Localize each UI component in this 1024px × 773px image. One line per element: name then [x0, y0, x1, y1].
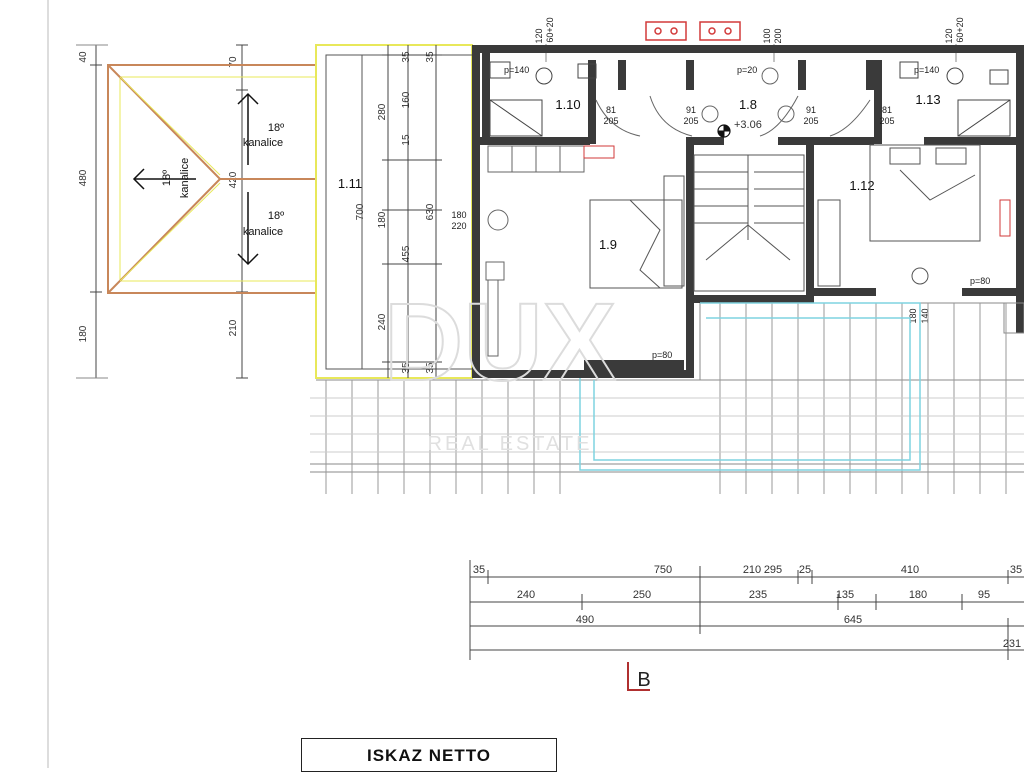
parapet-label-5: p=80 [970, 276, 990, 286]
door-1-w: 81 [606, 105, 616, 115]
dim-top-2b: 200 [773, 28, 783, 43]
balcony-pergola [310, 302, 1024, 473]
dim-bottom-r2-0: 240 [517, 589, 535, 601]
room-label-1-8: 1.8 [739, 97, 757, 112]
left-dimension [76, 44, 108, 379]
watermark-sub: REAL ESTATE [428, 433, 593, 455]
dim-terrace-h: 455 [401, 245, 412, 262]
staircase [693, 154, 805, 292]
parapet-label-4: p=80 [652, 350, 672, 360]
door-2-h: 205 [683, 116, 698, 126]
level-marker [717, 124, 731, 138]
roof-gutter-bottom: kanalice [243, 226, 283, 238]
door-1-12-h: 140 [920, 308, 930, 323]
dim-terrace-g: 630 [425, 203, 436, 220]
roof-slope-bottom: 18º [268, 210, 284, 222]
dim-bottom-r1-1: 750 [654, 564, 672, 576]
door-2-w: 91 [686, 105, 696, 115]
dim-terrace-c: 160 [401, 91, 412, 108]
dim-top-1b: 60+20 [545, 17, 555, 42]
slope-arrow-left [132, 168, 196, 190]
dim-terrace-a: 35 [401, 51, 412, 63]
parapet-label-3: p=140 [914, 65, 939, 75]
watermark-logo: DUX [384, 281, 616, 404]
room-label-1-9: 1.9 [599, 237, 617, 252]
terrace-dimensions [382, 45, 442, 378]
dim-bottom-r2-2: 235 [749, 589, 767, 601]
dim-terrace-f: 180 [377, 211, 388, 228]
dim-terrace-b: 280 [377, 103, 388, 120]
wardrobe-1-9 [485, 145, 615, 357]
bottom-dimension-lines [469, 560, 1024, 660]
bed-1-12 [817, 144, 1011, 287]
dim-terrace-j: 35 [401, 362, 412, 374]
door-4-h: 205 [879, 116, 894, 126]
dim-left-b: 480 [78, 169, 89, 186]
dim-bottom-r4-0: 231 [1003, 638, 1021, 650]
dim-top-3a: 120 [944, 28, 954, 43]
room-label-1-12: 1.12 [849, 178, 874, 193]
dim-left-c: 180 [78, 325, 89, 342]
dim-bottom-r1-2: 210 [743, 564, 761, 576]
dim-bottom-r2-3: 135 [836, 589, 854, 601]
pergola-beams [310, 303, 1024, 494]
section-marker-b [627, 662, 650, 691]
slope-arrow-down [237, 192, 259, 266]
building-walls [472, 45, 1024, 378]
dim-bottom-r1-5: 410 [901, 564, 919, 576]
roof-gutter-top: kanalice [243, 137, 283, 149]
dim-bottom-r2-4: 180 [909, 589, 927, 601]
pool [579, 302, 921, 471]
room-label-1-10: 1.10 [555, 97, 580, 112]
door-arcs [595, 67, 871, 137]
dim-terrace-e: 700 [355, 203, 366, 220]
legend-title-box: ISKAZ NETTO [301, 738, 557, 772]
roof-slope-left: 18º [161, 170, 173, 186]
dim-terrace-d: 15 [401, 134, 412, 146]
roof-gutter-left: kanalice [179, 158, 191, 198]
door-3-w: 91 [806, 105, 816, 115]
roof-units [645, 21, 741, 41]
door-1-12-w: 180 [908, 308, 918, 323]
dim-top-1a: 120 [534, 28, 544, 43]
dim-bottom-r2-1: 250 [633, 589, 651, 601]
parapet-label-1: p=140 [504, 65, 529, 75]
door-4-w: 81 [882, 105, 892, 115]
door-1-h: 205 [603, 116, 618, 126]
dim-terrace-i: 240 [377, 313, 388, 330]
room-label-1-13: 1.13 [915, 92, 940, 107]
room-label-1-11: 1.11 [338, 176, 362, 191]
dim-top-3b: 60+20 [955, 17, 965, 42]
dim-bottom-r3-0: 490 [576, 614, 594, 626]
dim-terrace-k: 35 [425, 51, 436, 63]
door-1-9-h: 220 [451, 221, 466, 231]
dim-terrace-l: 35 [425, 362, 436, 374]
dim-bottom-r3-1: 645 [844, 614, 862, 626]
legend-title: ISKAZ NETTO [366, 746, 492, 765]
dim-roof-c: 210 [228, 319, 239, 336]
dim-roof-a: 70 [228, 56, 239, 68]
bathroom-1-10-fixtures [489, 61, 597, 137]
door-1-9-w: 180 [451, 210, 466, 220]
door-3-h: 205 [803, 116, 818, 126]
section-label: B [637, 669, 650, 691]
dim-left-a: 40 [78, 51, 89, 63]
dim-bottom-r1-0: 35 [473, 564, 485, 576]
dim-bottom-r1-3: 295 [764, 564, 782, 576]
level-label: +3.06 [734, 119, 762, 131]
roof-slope-top: 18º [268, 122, 284, 134]
dim-bottom-r1-6: 35 [1010, 564, 1022, 576]
dim-bottom-r2-5: 95 [978, 589, 990, 601]
dim-bottom-r1-4: 25 [799, 564, 811, 576]
dim-top-2a: 100 [762, 28, 772, 43]
bathroom-1-13-fixtures [899, 61, 1011, 137]
parapet-label-2: p=20 [737, 65, 757, 75]
bed-1-9 [589, 175, 685, 289]
slope-arrow-up [237, 92, 259, 165]
